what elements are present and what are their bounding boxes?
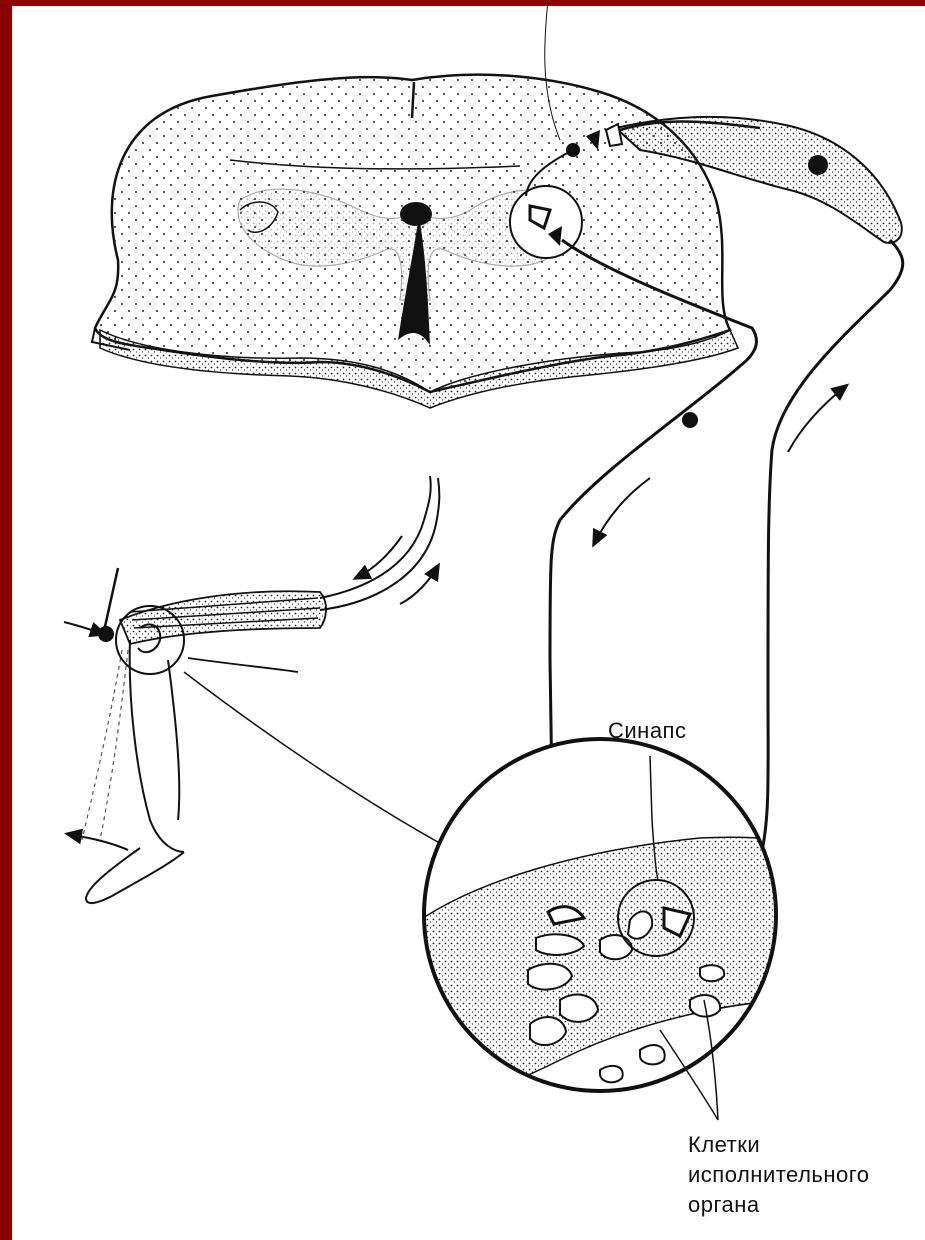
leg-illustration bbox=[64, 476, 456, 903]
central-canal bbox=[400, 202, 432, 226]
effector-cells-label-line-2: исполнительного bbox=[688, 1160, 870, 1190]
knee-node bbox=[98, 626, 114, 642]
shin-back bbox=[168, 660, 179, 820]
effector-cells-label-line-3: органа bbox=[688, 1190, 870, 1220]
synapse-label: Синапс bbox=[608, 716, 686, 746]
thigh-line bbox=[188, 658, 298, 672]
tap-pointer bbox=[64, 622, 104, 634]
zoom-pointer bbox=[184, 672, 456, 852]
arrow-descending-motor bbox=[594, 478, 650, 544]
arrow-leg-down bbox=[356, 536, 402, 578]
effector-cell-3 bbox=[560, 995, 598, 1022]
motor-axon-node bbox=[682, 412, 698, 428]
effector-cell-9 bbox=[600, 1066, 623, 1083]
ganglion-cell-body bbox=[808, 155, 828, 175]
leg-nerve-inner bbox=[320, 478, 439, 610]
leg-ghost-1 bbox=[82, 650, 122, 840]
spinal-cord-section bbox=[92, 0, 902, 408]
leg-ghost-2 bbox=[100, 650, 128, 840]
effector-cells-label-line-1: Клетки bbox=[688, 1130, 870, 1160]
arrow-ascending-sensory bbox=[788, 386, 846, 452]
effector-cell-8 bbox=[700, 965, 724, 981]
effector-cell-7 bbox=[640, 1045, 665, 1064]
arrow-leg-up bbox=[400, 566, 438, 604]
effector-cells-label: Клетки исполнительного органа bbox=[688, 1130, 870, 1220]
effector-cell-5 bbox=[600, 935, 632, 959]
arrow-leg-swing bbox=[68, 834, 128, 850]
effector-zoom bbox=[420, 739, 800, 1120]
leg-nerve-outer bbox=[320, 476, 431, 598]
foot bbox=[86, 848, 184, 903]
